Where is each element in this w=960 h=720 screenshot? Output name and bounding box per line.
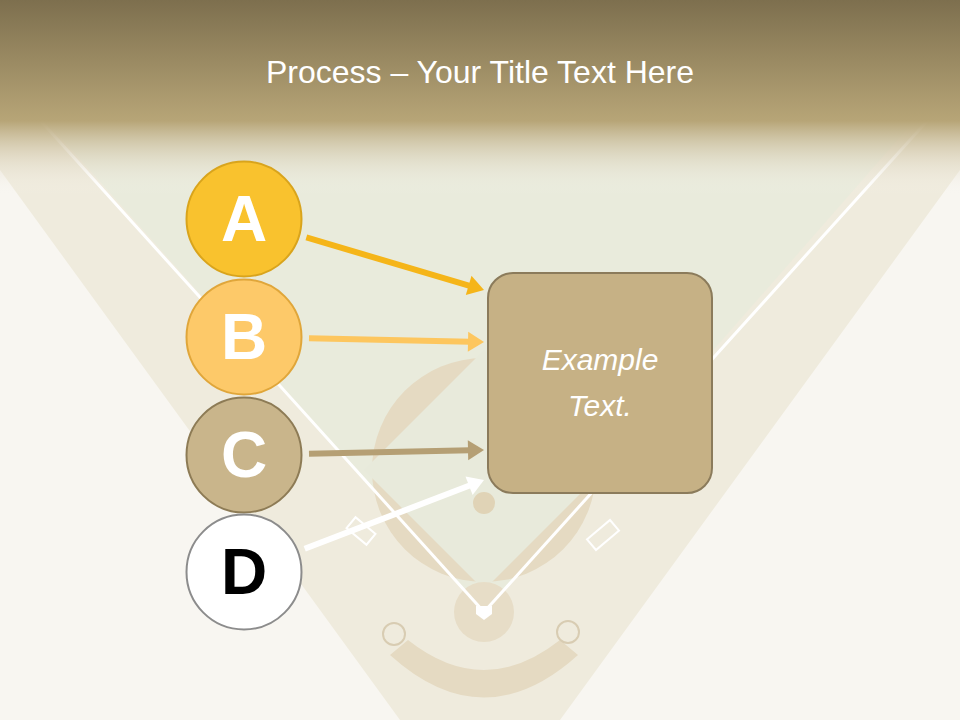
circle-shape <box>187 398 302 513</box>
circle-shape <box>187 280 302 395</box>
slide-title: Process – Your Title Text Here <box>0 54 960 91</box>
home-dirt <box>390 640 578 698</box>
step-letter: C <box>221 423 267 487</box>
flow-arrow <box>309 332 484 352</box>
step-letter: D <box>221 540 267 604</box>
letter-circle: B <box>185 278 303 396</box>
letter-circle: C <box>185 396 303 514</box>
base-bag <box>587 520 619 550</box>
circle-shape <box>187 515 302 630</box>
arrow-shaft <box>309 338 470 341</box>
arrow-shaft <box>309 450 470 453</box>
arrow-head <box>468 440 484 460</box>
flow-arrow <box>305 476 484 548</box>
on-deck-circle <box>557 621 579 643</box>
home-plate <box>476 606 492 620</box>
step-letter: B <box>221 305 267 369</box>
circle-shape <box>187 162 302 277</box>
header-band <box>0 0 960 195</box>
process-box: Example Text. <box>487 272 713 494</box>
arrow-head <box>465 476 484 495</box>
step-letter: A <box>221 187 267 251</box>
letter-circle: A <box>185 160 303 278</box>
arrow-head <box>466 276 484 295</box>
box-text: Example Text. <box>523 337 677 430</box>
letter-circle: D <box>185 513 303 631</box>
on-deck-circle <box>383 623 405 645</box>
flow-arrow <box>306 237 484 295</box>
arrow-shaft <box>306 237 470 286</box>
arrow-shaft <box>305 485 471 549</box>
outer-field <box>0 120 960 720</box>
home-circle <box>454 582 514 642</box>
pitchers-mound <box>473 492 495 514</box>
flow-arrow <box>309 440 484 460</box>
arrow-head <box>468 332 484 352</box>
